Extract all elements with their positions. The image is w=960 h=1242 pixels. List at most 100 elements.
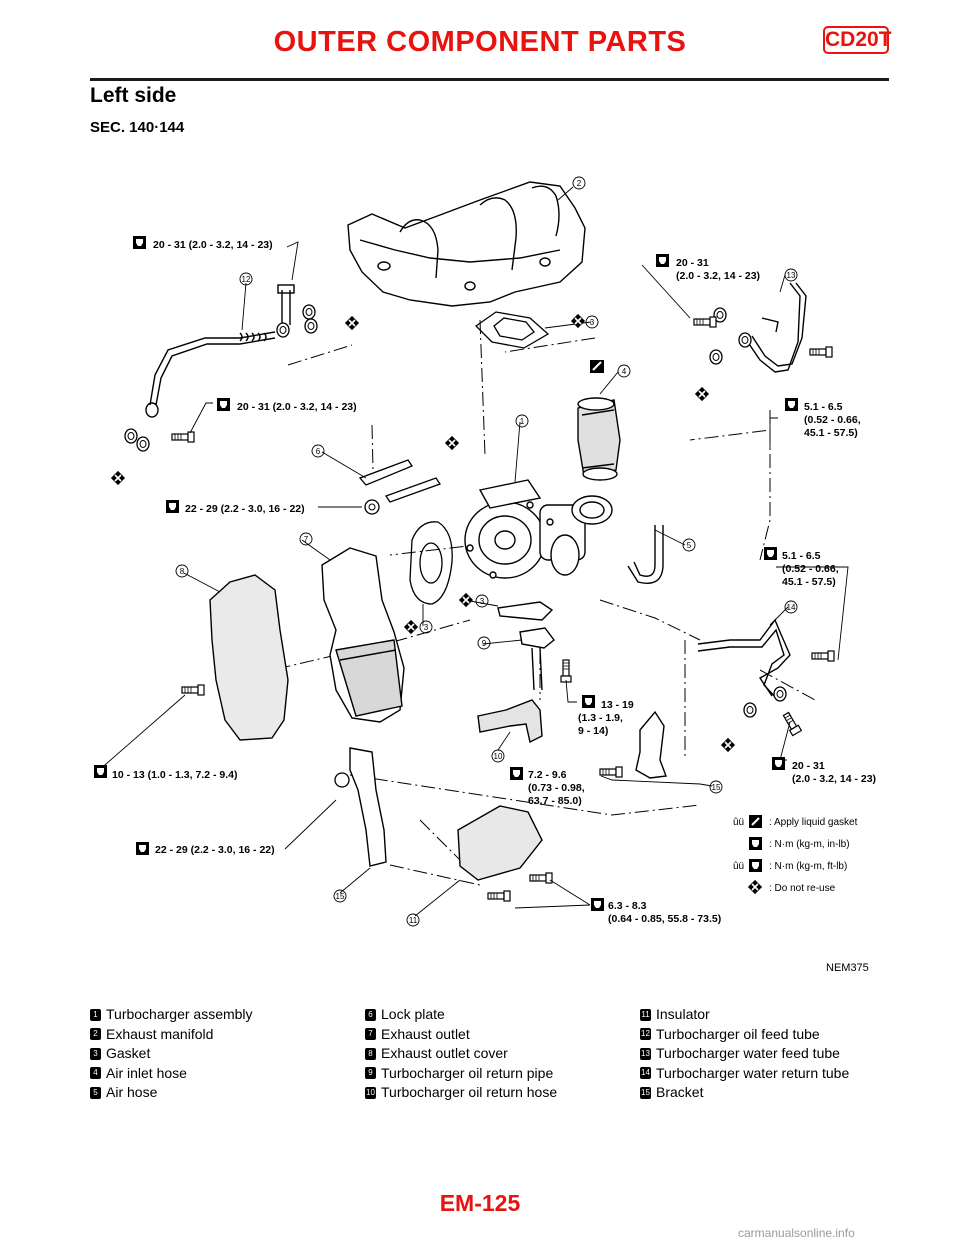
callout-7: 7 xyxy=(299,532,313,546)
exploded-parts-diagram: 2 12 13 3 4 1 6 5 7 8 3 3 9 14 10 15 15 … xyxy=(94,176,876,927)
watermark: carmanualsonline.info xyxy=(738,1226,855,1240)
legend-label: Turbocharger water feed tube xyxy=(656,1045,840,1061)
air-inlet-hose xyxy=(577,397,621,481)
key-nm-in-text: : N·m (kg-m, in-lb) xyxy=(769,839,850,850)
callout-15b: 15 xyxy=(333,889,347,903)
legend-item: 14 Turbocharger water return tube xyxy=(640,1064,849,1084)
lock-plate xyxy=(358,459,442,503)
bracket-lower xyxy=(349,747,387,867)
key-no-reuse-text: : Do not re-use xyxy=(769,883,836,894)
torque-label: 22 - 29 (2.2 - 3.0, 16 - 22) xyxy=(155,844,275,856)
outlet-gasket xyxy=(409,521,453,605)
legend-num: 1 xyxy=(90,1008,101,1021)
svg-text:1: 1 xyxy=(520,417,525,426)
torque-label: 7.2 - 9.6 xyxy=(528,769,567,781)
liquid-gasket-marker xyxy=(590,360,604,373)
legend-item: 8 Exhaust outlet cover xyxy=(365,1044,557,1064)
legend-label: Air inlet hose xyxy=(106,1064,187,1081)
oil-return-hose xyxy=(477,699,543,744)
leader-lines xyxy=(97,186,849,917)
torque-ft-lb-icon xyxy=(749,859,762,872)
bracket-nut xyxy=(334,772,350,788)
legend-label: Turbocharger oil return hose xyxy=(381,1084,558,1100)
page-header-title: OUTER COMPONENT PARTS xyxy=(273,26,687,58)
svg-text:3: 3 xyxy=(480,597,485,606)
legend-num: 8 xyxy=(365,1047,376,1060)
callout-2: 2 xyxy=(572,176,586,190)
svg-text:4: 4 xyxy=(622,367,627,376)
svg-text:9: 9 xyxy=(482,639,487,648)
water-feed-tube xyxy=(744,282,807,373)
legend-num: 6 xyxy=(365,1008,376,1021)
legend-label: Bracket xyxy=(656,1084,704,1100)
bracket-right xyxy=(635,710,667,779)
legend-label: Turbocharger water return tube xyxy=(656,1064,850,1081)
legend-label: Turbocharger assembly xyxy=(106,1006,253,1022)
legend-num: 14 xyxy=(640,1067,651,1080)
header-rule xyxy=(90,78,889,81)
legend-num: 3 xyxy=(90,1047,101,1060)
legend-item: 1 Turbocharger assembly xyxy=(90,1005,253,1025)
svg-text:15: 15 xyxy=(336,892,345,901)
legend-label: Insulator xyxy=(656,1006,710,1022)
torque-label: 20 - 31 (2.0 - 3.2, 14 - 23) xyxy=(237,401,357,413)
legend-label: Exhaust outlet cover xyxy=(381,1045,508,1061)
legend-num: 7 xyxy=(365,1028,376,1041)
svg-text:3: 3 xyxy=(590,318,595,327)
svg-text:15: 15 xyxy=(712,783,721,792)
svg-text:13: 13 xyxy=(787,271,796,280)
legend-item: 13 Turbocharger water feed tube xyxy=(640,1044,849,1064)
svg-text:8: 8 xyxy=(180,567,185,576)
svg-text:5: 5 xyxy=(687,541,692,550)
legend-label: Turbocharger oil return pipe xyxy=(381,1064,554,1081)
callout-3a: 3 xyxy=(585,315,599,329)
torque-label: 9 - 14) xyxy=(578,725,608,737)
callout-8: 8 xyxy=(175,564,189,578)
torque-in-lb-icon xyxy=(749,837,762,850)
callout-5: 5 xyxy=(682,538,696,552)
torque-label: (2.0 - 3.2, 14 - 23) xyxy=(792,773,876,785)
section-title: Left side xyxy=(90,84,177,107)
exhaust-outlet-cover xyxy=(209,574,289,741)
legend-num: 13 xyxy=(640,1047,651,1060)
oil-return-pipe xyxy=(497,601,555,691)
legend-num: 4 xyxy=(90,1067,101,1080)
callout-3b: 3 xyxy=(475,594,489,608)
key-gasket-text: : Apply liquid gasket xyxy=(769,817,858,828)
manifold-gasket xyxy=(474,311,550,349)
legend-num: 2 xyxy=(90,1028,101,1041)
svg-text:14: 14 xyxy=(787,603,796,612)
legend-num: 11 xyxy=(640,1008,651,1021)
callout-9: 9 xyxy=(477,636,491,650)
torque-label: 45.1 - 57.5) xyxy=(804,427,858,439)
air-hose xyxy=(627,525,664,584)
callout-numbers: 2 12 13 3 4 1 6 5 7 8 3 3 9 14 10 15 15 … xyxy=(175,176,798,927)
torque-label: 5.1 - 6.5 xyxy=(782,550,821,562)
legend-item: 4 Air inlet hose xyxy=(90,1064,253,1084)
section-reference: SEC. 140·144 xyxy=(90,119,185,136)
symbol-key: ûü : Apply liquid gasket : N·m (kg-m, in… xyxy=(733,815,858,895)
callout-3c: 3 xyxy=(419,620,433,634)
insulator xyxy=(457,805,543,881)
key-prefix: ûü xyxy=(733,817,744,828)
legend-num: 15 xyxy=(640,1086,651,1099)
turbocharger-assembly xyxy=(464,479,613,579)
torque-label: 10 - 13 (1.0 - 1.3, 7.2 - 9.4) xyxy=(112,769,237,781)
lock-nut xyxy=(364,499,380,515)
torque-label: 13 - 19 xyxy=(601,699,634,711)
oil-feed-tube xyxy=(145,284,295,418)
torque-label: (0.52 - 0.66, xyxy=(782,563,839,575)
svg-text:3: 3 xyxy=(424,623,429,632)
torque-label: 22 - 29 (2.2 - 3.0, 16 - 22) xyxy=(185,503,305,515)
torque-label: (0.64 - 0.85, 55.8 - 73.5) xyxy=(608,913,721,925)
callout-6: 6 xyxy=(311,444,325,458)
callout-14: 14 xyxy=(784,600,798,614)
torque-label: 45.1 - 57.5) xyxy=(782,576,836,588)
